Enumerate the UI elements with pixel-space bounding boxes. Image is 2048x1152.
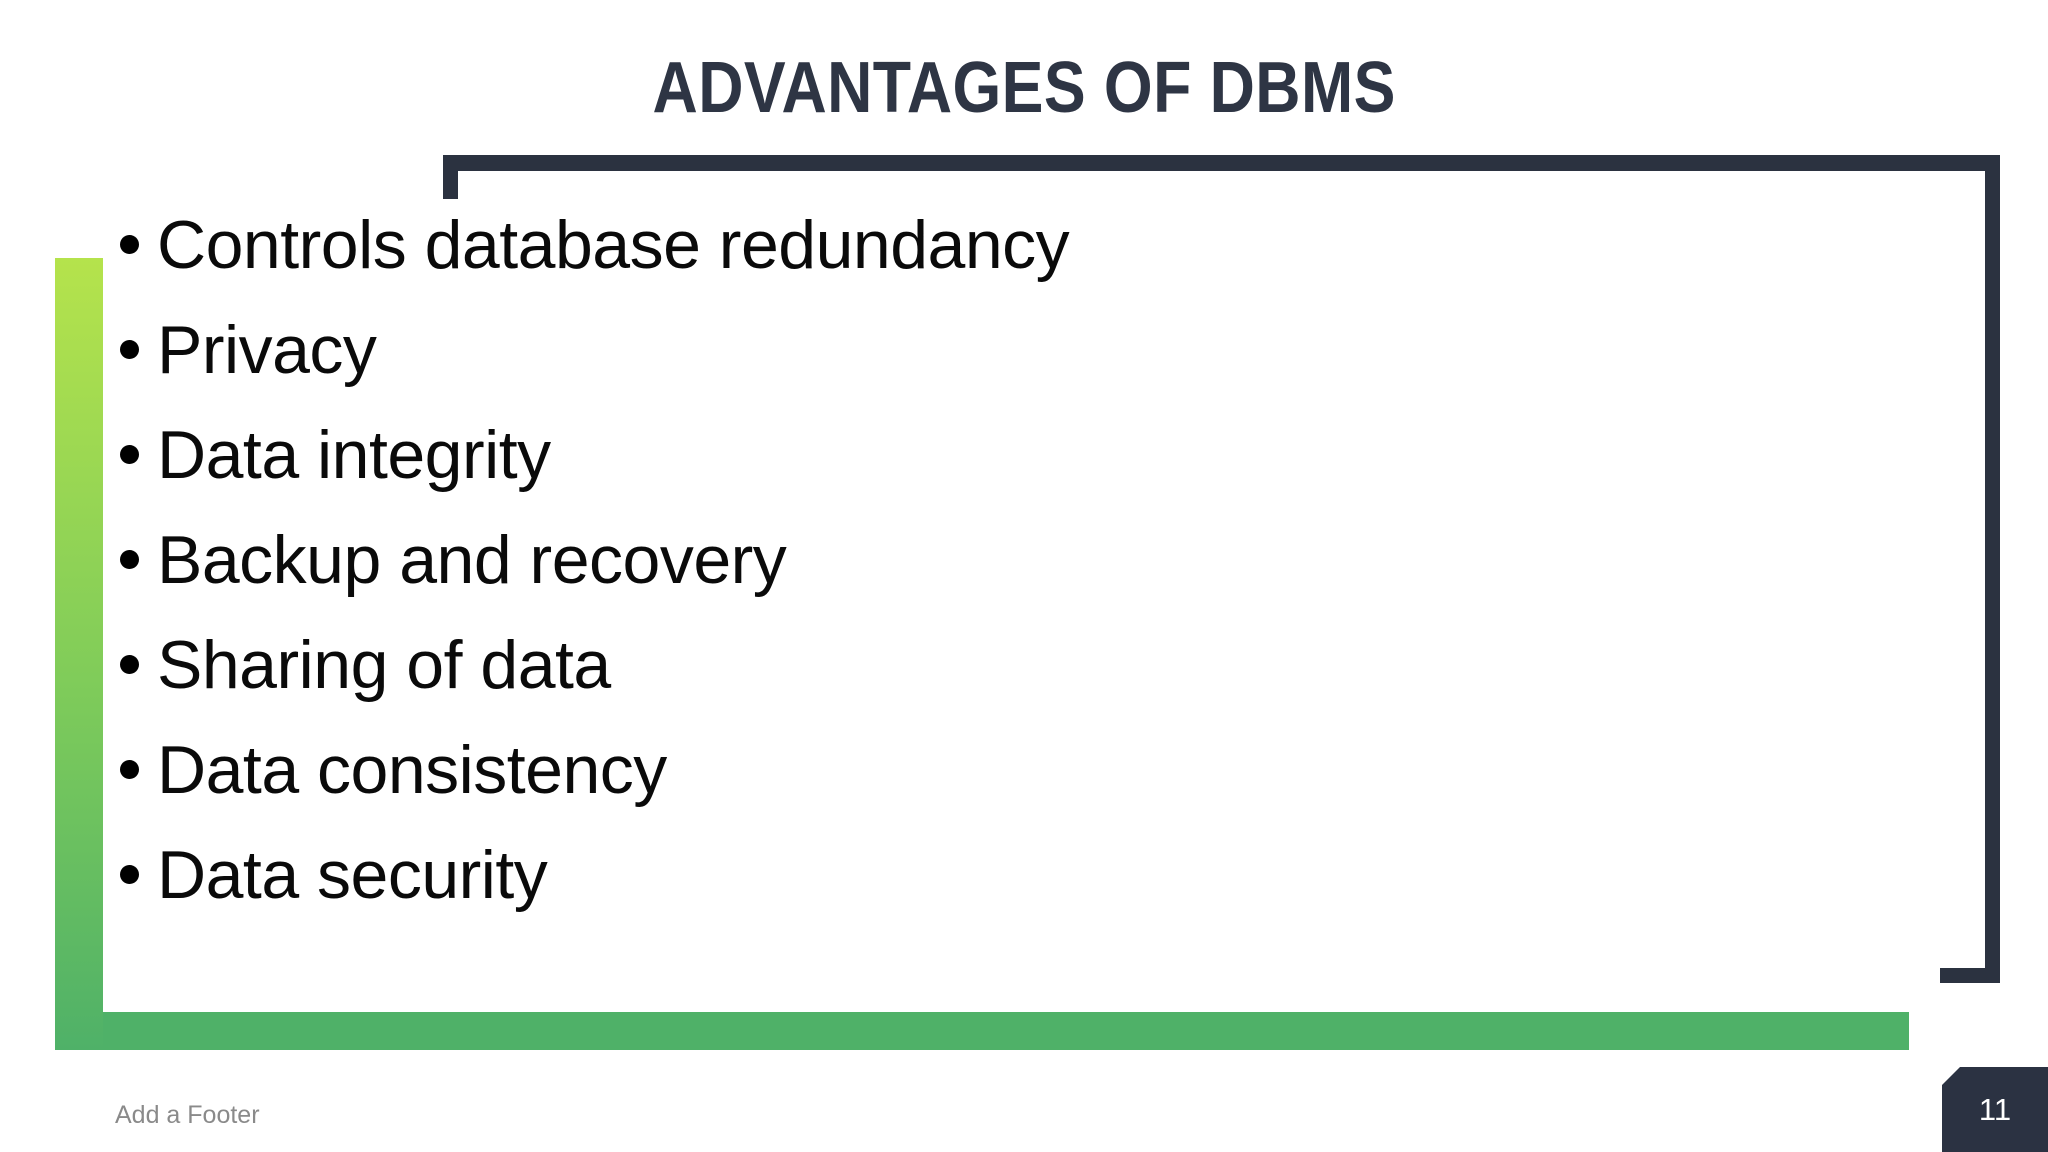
- frame-border-right: [1985, 155, 2000, 983]
- list-item: Data integrity: [120, 402, 1069, 507]
- list-item: Data security: [120, 822, 1069, 927]
- page-number-badge: 11: [1942, 1067, 2048, 1152]
- list-item-label: Privacy: [157, 311, 377, 388]
- page-title: ADVANTAGES OF DBMS: [652, 48, 1396, 128]
- bullet-list: Controls database redundancy Privacy Dat…: [120, 192, 1070, 927]
- list-item-label: Sharing of data: [157, 626, 611, 703]
- list-item-label: Data security: [157, 836, 548, 913]
- list-item-label: Backup and recovery: [157, 521, 787, 598]
- list-item-label: Data consistency: [157, 731, 667, 808]
- list-item: Controls database redundancy: [120, 192, 1070, 297]
- title-row: ADVANTAGES OF DBMS: [0, 52, 2048, 124]
- list-item: Backup and recovery: [120, 507, 1069, 612]
- bullet-icon: [120, 865, 139, 884]
- list-item: Sharing of data: [120, 612, 1069, 717]
- bullet-icon: [120, 235, 139, 254]
- list-item: Privacy: [120, 297, 1069, 402]
- accent-bar-left: [55, 258, 103, 1050]
- list-item-label: Controls database redundancy: [157, 206, 1070, 283]
- frame-border-left-stub: [443, 155, 458, 199]
- list-item: Data consistency: [120, 717, 1069, 822]
- frame-border-top: [443, 155, 2000, 171]
- accent-bar-bottom: [55, 1012, 1909, 1050]
- bullet-icon: [120, 655, 139, 674]
- page-number: 11: [1978, 1091, 2012, 1127]
- footer-placeholder: Add a Footer: [115, 1101, 260, 1129]
- bullet-icon: [120, 340, 139, 359]
- bullet-icon: [120, 445, 139, 464]
- bullet-icon: [120, 760, 139, 779]
- list-item-label: Data integrity: [157, 416, 551, 493]
- bullet-icon: [120, 550, 139, 569]
- frame-border-bottom-stub: [1940, 968, 2000, 983]
